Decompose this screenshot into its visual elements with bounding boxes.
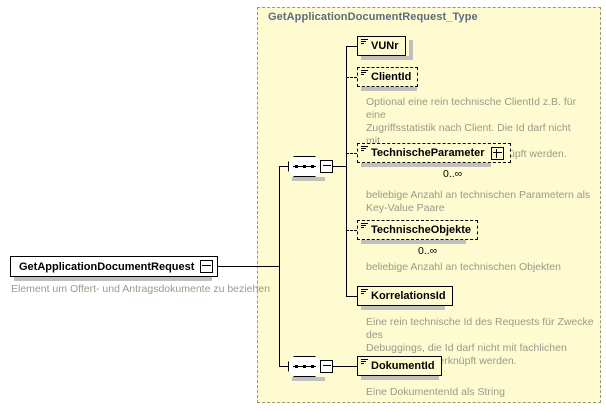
connector-to-technischeobjekte <box>346 230 357 231</box>
sequence-upper-shadow-bottom <box>292 177 325 181</box>
sequence-lower-dots-icon <box>295 365 314 368</box>
element-node-dokumentid[interactable]: DokumentId <box>357 356 442 376</box>
clientid-shadow-bottom <box>361 87 417 91</box>
element-label-technischeobjekte: TechnischeObjekte <box>371 224 472 236</box>
connector-sequence-upper-out <box>333 166 347 168</box>
expand-plus-icon[interactable] <box>490 146 504 160</box>
connector-to-technischeparameter <box>346 153 357 154</box>
element-node-clientid[interactable]: ClientId <box>357 67 419 87</box>
element-node-technischeparameter[interactable]: TechnischeParameter <box>357 143 511 163</box>
element-label-technischeparameter: TechnischeParameter <box>371 147 485 159</box>
element-glyph-icon <box>361 289 368 295</box>
connector-children-trunk <box>346 46 348 297</box>
element-glyph-icon <box>361 70 368 76</box>
element-node-vunr[interactable]: VUNr <box>357 36 406 56</box>
vunr-shadow-right <box>409 40 413 60</box>
element-annotation-technischeparameter: beliebige Anzahl an technischen Paramete… <box>366 189 591 214</box>
type-container <box>257 7 601 403</box>
element-glyph-icon <box>361 223 368 229</box>
sequence-upper-dots-icon <box>295 165 314 168</box>
dokumentid-shadow-bottom <box>361 376 439 380</box>
element-label-clientid: ClientId <box>371 71 412 83</box>
connector-trunk-vertical <box>279 166 281 367</box>
sequence-upper[interactable] <box>288 156 336 177</box>
element-annotation-korrelationsid: Eine rein technische Id des Requests für… <box>366 316 594 367</box>
sequence-lower-collapse-icon[interactable] <box>320 360 333 373</box>
connector-root-to-trunk <box>212 266 280 268</box>
sequence-lower-shadow-bottom <box>292 377 325 381</box>
element-node-technischeobjekte[interactable]: TechnischeObjekte <box>357 220 479 240</box>
root-element-shadow-bottom <box>14 277 208 281</box>
connector-trunk-to-sequence-upper <box>279 166 288 168</box>
type-container-title: GetApplicationDocumentRequest_Type <box>268 11 478 23</box>
connector-to-clientid <box>346 77 357 78</box>
sequence-lower[interactable] <box>288 356 336 377</box>
vunr-shadow-bottom <box>361 56 413 60</box>
korrelationsid-shadow-bottom <box>361 306 445 310</box>
root-element-node[interactable]: GetApplicationDocumentRequest <box>10 256 219 277</box>
technischeobjekte-shadow-bottom <box>361 240 466 244</box>
element-annotation-technischeobjekte: beliebige Anzahl an technischen Objekten <box>366 261 561 273</box>
element-label-dokumentid: DokumentId <box>371 360 435 372</box>
connector-to-vunr <box>346 46 357 48</box>
root-element-annotation: Element um Offert- und Antragsdokumente … <box>11 283 270 295</box>
connector-trunk-to-sequence-lower <box>279 366 288 368</box>
element-glyph-icon <box>361 146 368 152</box>
cardinality-technischeparameter: 0..∞ <box>443 168 463 180</box>
element-node-korrelationsid[interactable]: KorrelationsId <box>357 286 453 306</box>
root-element-label: GetApplicationDocumentRequest <box>19 260 195 273</box>
collapse-minus-icon[interactable] <box>200 260 214 273</box>
element-label-vunr: VUNr <box>371 40 399 52</box>
connector-to-korrelationsid <box>346 296 357 298</box>
sequence-upper-collapse-icon[interactable] <box>320 160 333 173</box>
connector-sequence-lower-to-dokumentid <box>333 366 357 368</box>
element-annotation-dokumentid: Eine DokumentenId als String <box>366 386 505 398</box>
cardinality-technischeobjekte: 0..∞ <box>418 245 438 257</box>
element-glyph-icon <box>361 359 368 365</box>
element-label-korrelationsid: KorrelationsId <box>371 290 446 302</box>
technischeparameter-shadow-bottom <box>361 163 491 167</box>
element-glyph-icon <box>361 39 368 45</box>
